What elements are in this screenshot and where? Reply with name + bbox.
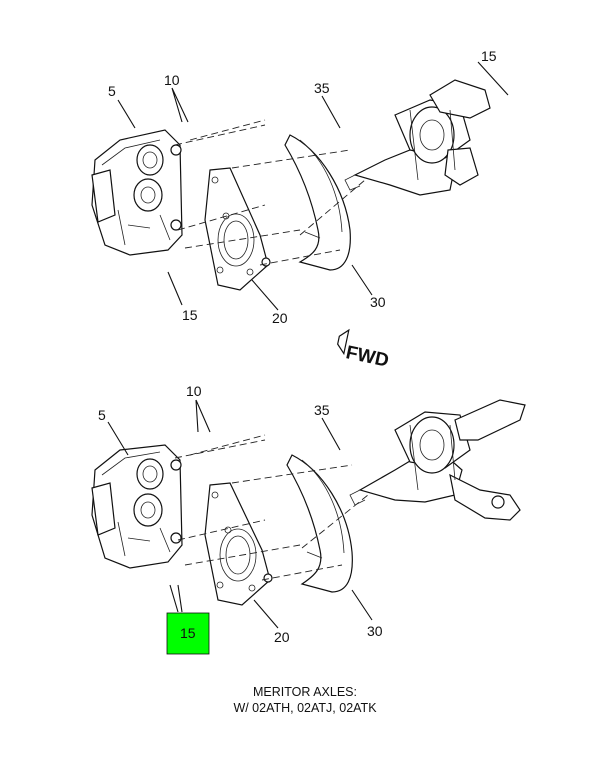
top-callout-5: 5: [108, 83, 116, 99]
bottom-steering-knuckle: [349, 399, 526, 521]
bottom-callout-30: 30: [367, 623, 383, 639]
bottom-assembly: 5 10 35 15 20 30: [91, 383, 526, 655]
bottom-dust-shield: [286, 454, 353, 593]
bottom-callout-35: 35: [314, 402, 330, 418]
caption-line-1: MERITOR AXLES:: [253, 685, 357, 699]
top-callout-10: 10: [164, 72, 180, 88]
top-callout-30: 30: [370, 294, 386, 310]
fwd-arrow-icon: [337, 328, 350, 356]
bottom-callout-15[interactable]: 15: [180, 625, 196, 641]
bottom-callout-5: 5: [98, 407, 106, 423]
caption-line-2: W/ 02ATH, 02ATJ, 02ATK: [233, 701, 377, 715]
top-callout-35: 35: [314, 80, 330, 96]
top-brake-caliper: [91, 129, 183, 256]
fwd-label: FWD: [344, 342, 391, 372]
top-steering-knuckle: [344, 79, 491, 196]
bottom-mounting-plate: [204, 482, 273, 606]
top-callout-15-knuckle: 15: [481, 48, 497, 64]
bottom-callout-20: 20: [274, 629, 290, 645]
top-mounting-plate: [204, 167, 271, 291]
bottom-callout-10: 10: [186, 383, 202, 399]
top-assembly: 5 10 35 15 15 20 30: [91, 48, 509, 326]
diagram-caption: MERITOR AXLES: W/ 02ATH, 02ATJ, 02ATK: [0, 684, 610, 716]
bottom-brake-caliper: [91, 444, 183, 569]
fwd-indicator: FWD: [337, 328, 391, 372]
top-callout-15-lower: 15: [182, 307, 198, 323]
highlighted-callout-box[interactable]: [166, 612, 210, 655]
top-dust-shield: [284, 134, 351, 271]
top-callout-20: 20: [272, 310, 288, 326]
